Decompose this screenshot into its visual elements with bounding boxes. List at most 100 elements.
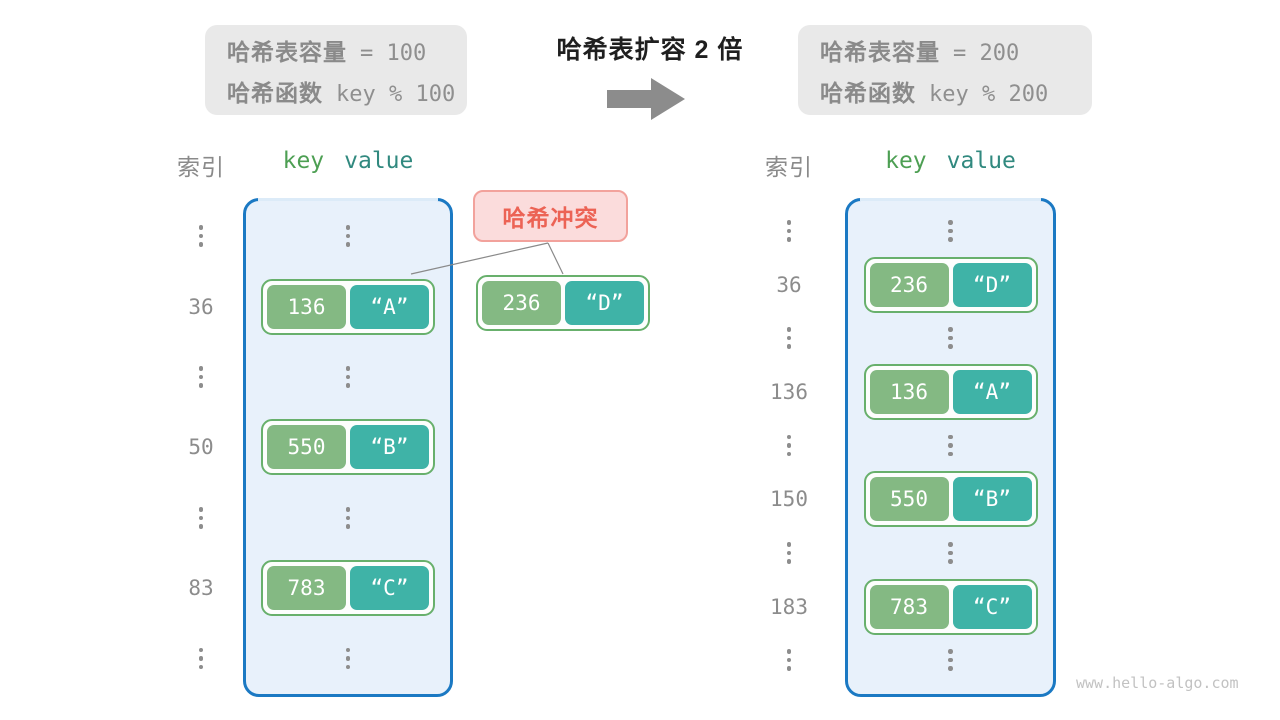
left-capacity-line: 哈希表容量 = 100 — [227, 33, 467, 67]
value-cell: “B” — [952, 477, 1032, 522]
index-ellipsis-row — [758, 526, 820, 580]
bucket-row: 783 “C” — [246, 553, 450, 623]
ellipsis-icon — [198, 507, 204, 529]
ellipsis-icon — [345, 366, 351, 388]
watermark: www.hello-algo.com — [1076, 674, 1239, 692]
index-ellipsis-row — [170, 201, 232, 271]
kv-pair: 236 “D” — [863, 256, 1038, 313]
kv-pair: 136 “A” — [863, 363, 1038, 420]
index-label: 50 — [188, 435, 214, 460]
bucket-ellipsis-row — [848, 204, 1053, 258]
right-hash-table: 36 136 150 183 236 “D” 136 “A” — [758, 198, 1056, 697]
bucket-ellipsis-row — [848, 526, 1053, 580]
ellipsis-icon — [786, 327, 792, 349]
index-row: 50 — [170, 412, 232, 482]
collision-kv-pair: 236 “D” — [476, 275, 650, 331]
bucket-row: 550 “B” — [246, 412, 450, 482]
ellipsis-icon — [948, 220, 953, 242]
bucket-row: 236 “D” — [848, 256, 1053, 313]
key-header: key — [885, 148, 927, 174]
capacity-label: 哈希表容量 — [820, 38, 940, 65]
key-cell: 783 — [869, 584, 949, 629]
index-label: 36 — [188, 294, 214, 319]
page-title: 哈希表扩容 2 倍 — [556, 36, 744, 64]
bucket-row: 550 “B” — [848, 471, 1053, 528]
index-row: 150 — [758, 472, 820, 526]
key-cell: 136 — [267, 284, 346, 329]
index-row: 183 — [758, 580, 820, 634]
key-cell: 136 — [869, 369, 949, 414]
index-label: 83 — [188, 576, 214, 601]
key-cell: 236 — [869, 262, 949, 307]
key-cell: 236 — [482, 281, 561, 325]
right-index-header: 索引 — [765, 154, 813, 180]
hash-collision-label: 哈希冲突 — [473, 190, 628, 242]
index-row: 36 — [758, 258, 820, 312]
index-ellipsis-row — [170, 483, 232, 553]
key-cell: 550 — [267, 425, 346, 470]
ellipsis-icon — [345, 647, 351, 670]
index-ellipsis-row — [758, 311, 820, 365]
ellipsis-icon — [198, 366, 204, 388]
kv-pair: 783 “C” — [261, 560, 435, 617]
value-cell: “D” — [952, 262, 1032, 307]
index-ellipsis-row — [758, 204, 820, 258]
index-ellipsis-row — [170, 342, 232, 412]
capacity-value: = 100 — [360, 40, 427, 66]
bucket-ellipsis-row — [848, 633, 1053, 687]
index-label: 36 — [776, 272, 802, 297]
index-label: 183 — [770, 594, 808, 619]
index-ellipsis-row — [170, 624, 232, 694]
bucket-ellipsis-row — [246, 483, 450, 553]
value-header: value — [344, 148, 414, 174]
value-cell: “C” — [952, 584, 1032, 629]
index-ellipsis-row — [758, 419, 820, 473]
capacity-label: 哈希表容量 — [227, 38, 347, 65]
hash-fn-label: 哈希函数 — [820, 79, 916, 106]
ellipsis-icon — [786, 220, 792, 242]
index-row: 136 — [758, 365, 820, 419]
ellipsis-icon — [198, 647, 204, 670]
kv-pair: 783 “C” — [863, 578, 1038, 635]
left-hash-fn-line: 哈希函数 key % 100 — [227, 74, 467, 108]
value-cell: “B” — [350, 425, 429, 470]
key-cell: 550 — [869, 477, 949, 522]
kv-pair: 550 “B” — [863, 471, 1038, 528]
right-arrow-icon — [607, 78, 685, 120]
bucket-ellipsis-row — [848, 419, 1053, 473]
ellipsis-icon — [345, 225, 351, 247]
left-kv-header: key value — [243, 148, 453, 174]
hash-fn-label: 哈希函数 — [227, 79, 323, 106]
ellipsis-icon — [786, 649, 792, 671]
left-hash-table: 36 50 83 136 “A” 550 “B” — [170, 198, 453, 697]
ellipsis-icon — [948, 434, 953, 457]
left-index-column: 36 50 83 — [170, 198, 232, 697]
key-header: key — [282, 148, 325, 174]
kv-pair: 136 “A” — [261, 278, 435, 335]
ellipsis-icon — [948, 542, 953, 564]
value-cell: “D” — [565, 281, 644, 325]
ellipsis-icon — [948, 649, 953, 671]
left-capacity-info-box: 哈希表容量 = 100 哈希函数 key % 100 — [205, 25, 467, 115]
right-capacity-line: 哈希表容量 = 200 — [820, 33, 1092, 67]
bucket-row: 136 “A” — [848, 363, 1053, 420]
ellipsis-icon — [786, 542, 792, 564]
kv-pair: 550 “B” — [261, 419, 435, 476]
ellipsis-icon — [948, 327, 953, 349]
value-header: value — [946, 148, 1016, 174]
value-cell: “A” — [952, 369, 1032, 414]
index-ellipsis-row — [758, 633, 820, 687]
right-kv-header: key value — [845, 148, 1056, 174]
ellipsis-icon — [198, 225, 204, 247]
bucket-row: 136 “A” — [246, 271, 450, 341]
left-index-header: 索引 — [177, 154, 225, 180]
index-label: 136 — [770, 379, 808, 404]
bucket-ellipsis-row — [246, 624, 450, 694]
bucket-ellipsis-row — [848, 311, 1053, 365]
bucket-row: 783 “C” — [848, 578, 1053, 635]
capacity-value: = 200 — [953, 40, 1020, 66]
value-cell: “C” — [350, 566, 429, 611]
value-cell: “A” — [350, 284, 429, 329]
hash-fn-value: key % 200 — [929, 81, 1049, 107]
